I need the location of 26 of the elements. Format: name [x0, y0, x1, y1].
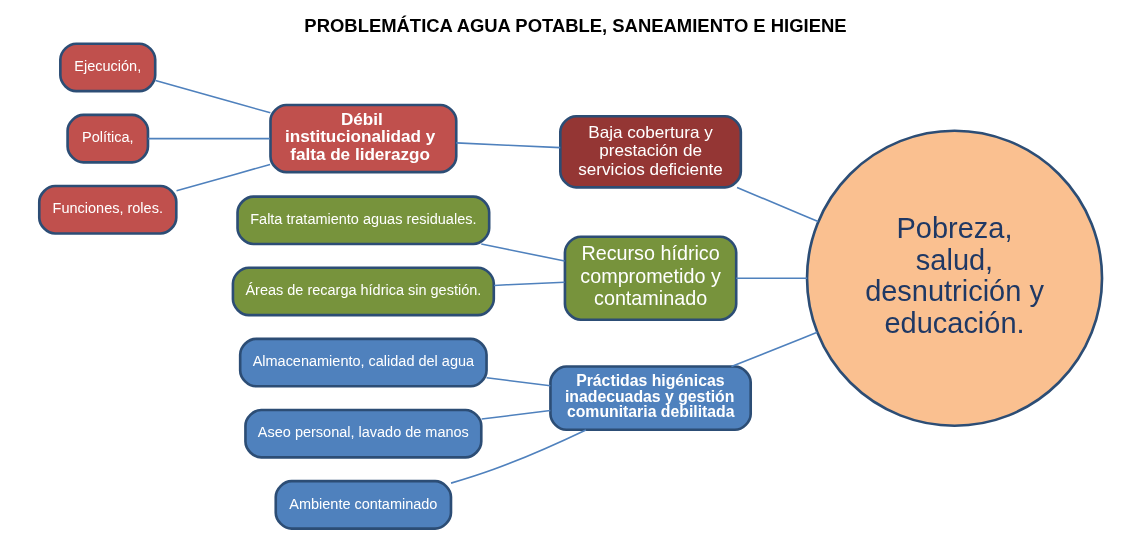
node-box: Aseo personal, lavado de manos — [244, 408, 483, 459]
node-box: Débil institucionalidad y falta de liderazgo — [269, 103, 458, 174]
connector — [493, 281, 566, 287]
connector — [735, 277, 808, 280]
connector — [485, 377, 552, 387]
node-box: Práctidas higénicas inadecuadas y gestión comunitaria debilitada — [549, 365, 752, 432]
connector — [730, 331, 818, 368]
diagram-title: PROBLEMÁTICA AGUA POTABLE, SANEAMIENTO E HIGIENE — [304, 15, 847, 37]
node-box: Baja cobertura y prestación de servicios deficiente — [559, 114, 743, 189]
connector — [480, 409, 552, 420]
node-box: Falta tratamiento aguas residuales. — [236, 195, 491, 246]
connector — [450, 429, 587, 484]
node-circle: Pobreza, salud, desnutrición y educación. — [805, 129, 1104, 428]
connector — [455, 142, 562, 149]
connector — [175, 163, 271, 192]
connector — [147, 137, 271, 140]
node-box: Recurso hídrico comprometido y contaminado — [563, 235, 738, 322]
connector — [480, 243, 566, 262]
node-box: Áreas de recarga hídrica sin gestión. — [231, 266, 496, 317]
node-box: Ambiente contaminado — [274, 479, 453, 530]
node-box: Ejecución, — [59, 42, 157, 93]
connector — [154, 79, 272, 114]
node-box: Almacenamiento, calidad del agua — [238, 337, 488, 388]
node-box: Política, — [66, 113, 150, 164]
connector — [736, 186, 819, 223]
node-box: Funciones, roles. — [37, 184, 178, 235]
